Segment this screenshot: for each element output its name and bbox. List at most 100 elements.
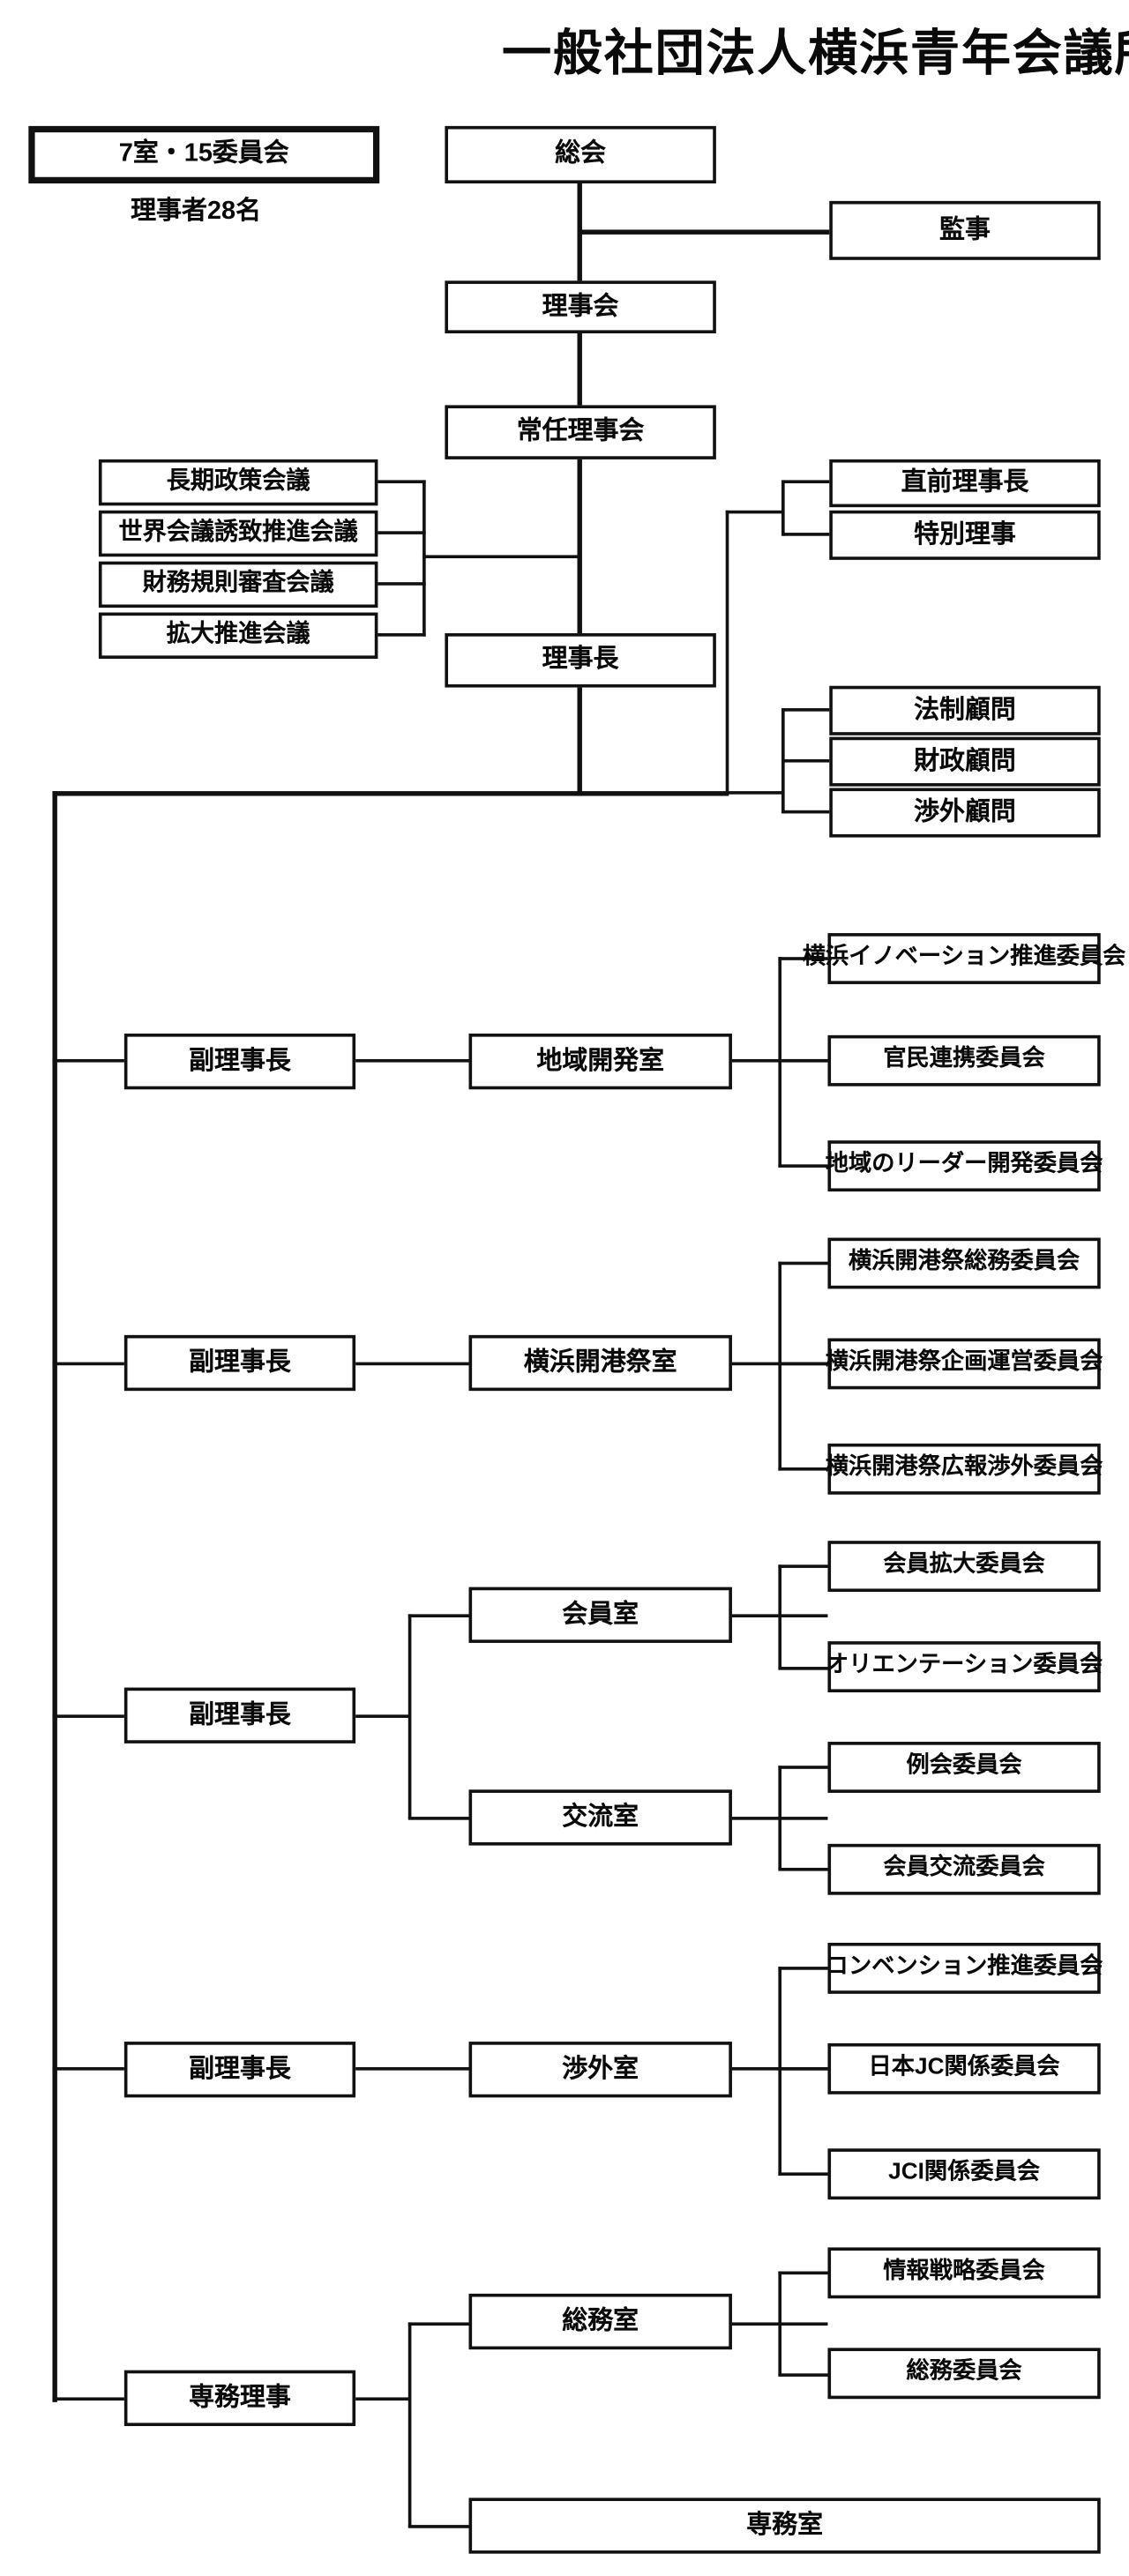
line-trunk-to-officer-1 <box>52 1362 126 1366</box>
line-room40-stub-1 <box>778 2373 830 2377</box>
box-general-assembly: 総会 <box>445 125 716 183</box>
line-officer4-spine <box>407 2322 412 2527</box>
box-committee-3-0-2: JCI関係委員会 <box>827 2148 1101 2200</box>
box-room-4-1: 専務室 <box>468 2498 1101 2554</box>
box-committee-0-0-1: 官民連携委員会 <box>827 1034 1101 1086</box>
box-advisor-1: 財政顧問 <box>829 736 1101 787</box>
line-officer3-to-room0 <box>355 2067 471 2071</box>
line-room30-stub-1 <box>778 2067 830 2071</box>
box-committee-1-0-1: 横浜開港祭企画運営委員会 <box>826 1338 1103 1390</box>
line-officer2-spine <box>407 1614 412 1818</box>
line-main-trunk-top <box>52 791 582 796</box>
line-officer4-out <box>355 2397 410 2401</box>
line-room00-stub-0 <box>778 957 830 960</box>
page-title: 一般社団法人横浜青年会議所 2017年度組織図 <box>501 25 1129 82</box>
line-right-bus-bottom <box>725 791 783 795</box>
box-room-3-0: 渉外室 <box>468 2042 732 2098</box>
line-room40-spine <box>778 2271 781 2376</box>
line-room40-stub-0 <box>778 2271 830 2275</box>
line-advisor-stub-1 <box>782 758 832 763</box>
box-advisor-0: 法制顧問 <box>829 685 1101 735</box>
box-room-2-0: 会員室 <box>468 1587 732 1643</box>
box-committee-2-1-1: 会員交流委員会 <box>827 1843 1101 1895</box>
line-officer2-to-room1 <box>407 1817 471 1820</box>
line-advisor-stub-0 <box>782 708 832 712</box>
line-trunk-to-officer-3 <box>52 2067 126 2071</box>
box-council-0: 長期政策会議 <box>98 459 378 506</box>
line-officer2-to-room0 <box>407 1614 471 1617</box>
box-council-2: 財務規則審査会議 <box>98 561 378 609</box>
line-trunk-to-officer-2 <box>52 1714 126 1718</box>
line-room00-stub-2 <box>778 1164 830 1168</box>
line-council-to-president-trunk <box>422 555 581 559</box>
box-standing-board: 常任理事会 <box>445 405 716 459</box>
box-committee-2-0-0: 会員拡大委員会 <box>827 1541 1101 1593</box>
box-committee-3-0-1: 日本JC関係委員会 <box>827 2042 1101 2094</box>
box-committee-2-1-0: 例会委員会 <box>827 1742 1101 1793</box>
line-room21-spine <box>778 1766 781 1870</box>
box-committee-0-0-2: 地域のリーダー開発委員会 <box>826 1140 1103 1192</box>
box-auditor: 監事 <box>829 200 1101 260</box>
line-advisor-spine <box>781 708 785 814</box>
line-board-to-standing <box>577 333 582 407</box>
box-committee-4-0-1: 総務委員会 <box>827 2348 1101 2400</box>
line-room21-stub-1 <box>778 1867 830 1871</box>
line-right-bus-top <box>725 510 783 514</box>
box-council-3: 拡大推進会議 <box>98 612 378 659</box>
box-room-2-1: 交流室 <box>468 1789 732 1846</box>
line-trunk-to-officer-4 <box>52 2397 126 2401</box>
box-committee-0-0-0: 横浜イノベーション推進委員会 <box>803 933 1125 984</box>
line-council-stub-1 <box>378 531 426 534</box>
box-board-of-directors: 理事会 <box>445 280 716 334</box>
line-council-spine <box>422 480 426 637</box>
line-room21-stub-0 <box>778 1766 830 1769</box>
line-room20-stub-0 <box>778 1564 830 1568</box>
legend-box: 7室・15委員会 <box>28 125 380 183</box>
box-immediate-past-president: 直前理事長 <box>829 459 1101 508</box>
line-room10-stub-0 <box>778 1261 830 1266</box>
line-room20-spine <box>778 1564 781 1669</box>
box-officer-2: 副理事長 <box>123 1687 356 1743</box>
box-officer-3: 副理事長 <box>123 2042 356 2098</box>
line-officer1-to-room0 <box>355 1362 471 1366</box>
box-council-1: 世界会議誘致推進会議 <box>98 510 378 557</box>
line-main-trunk <box>52 791 57 2402</box>
line-trunk-to-officer-0 <box>52 1058 126 1063</box>
box-president: 理事長 <box>445 633 716 688</box>
line-rdir-spine <box>781 480 785 536</box>
line-room30-spine <box>778 1967 781 2177</box>
line-room10-stub-2 <box>778 1467 830 1471</box>
line-room30-stub-0 <box>778 1967 830 1970</box>
line-rdir-stub-1 <box>782 533 832 536</box>
line-council-stub-2 <box>378 582 426 586</box>
box-committee-1-0-0: 横浜開港祭総務委員会 <box>827 1237 1101 1289</box>
line-room00-stub-1 <box>778 1058 830 1063</box>
box-room-1-0: 横浜開港祭室 <box>468 1334 732 1392</box>
box-officer-4: 専務理事 <box>123 2370 356 2426</box>
box-room-0-0: 地域開発室 <box>468 1034 732 1090</box>
line-room20-stub-1 <box>778 1667 830 1670</box>
line-council-stub-0 <box>378 480 426 484</box>
box-officer-1: 副理事長 <box>123 1334 356 1392</box>
box-special-director: 特別理事 <box>829 510 1101 560</box>
line-officer0-to-room0 <box>355 1058 471 1063</box>
box-committee-3-0-0: コンベンション推進委員会 <box>826 1942 1103 1994</box>
box-committee-4-0-0: 情報戦略委員会 <box>827 2247 1101 2299</box>
line-rdir-stub-0 <box>782 480 832 484</box>
line-officer4-to-room0 <box>407 2322 471 2326</box>
legend-caption: 理事者28名 <box>131 198 262 226</box>
line-standing-to-president <box>577 459 582 635</box>
line-president-to-right-bus <box>577 791 729 796</box>
line-room10-spine <box>778 1261 781 1471</box>
line-officer4-to-room1 <box>407 2525 471 2528</box>
line-room10-stub-1 <box>778 1362 830 1366</box>
line-president-down <box>577 687 582 795</box>
box-committee-2-0-1: オリエンテーション委員会 <box>826 1641 1103 1692</box>
box-officer-0: 副理事長 <box>123 1034 356 1090</box>
line-council-stub-3 <box>378 633 426 637</box>
box-room-4-0: 総務室 <box>468 2293 732 2350</box>
line-room30-stub-2 <box>778 2172 830 2177</box>
line-advisor-stub-2 <box>782 810 832 814</box>
line-right-bus <box>725 510 729 795</box>
